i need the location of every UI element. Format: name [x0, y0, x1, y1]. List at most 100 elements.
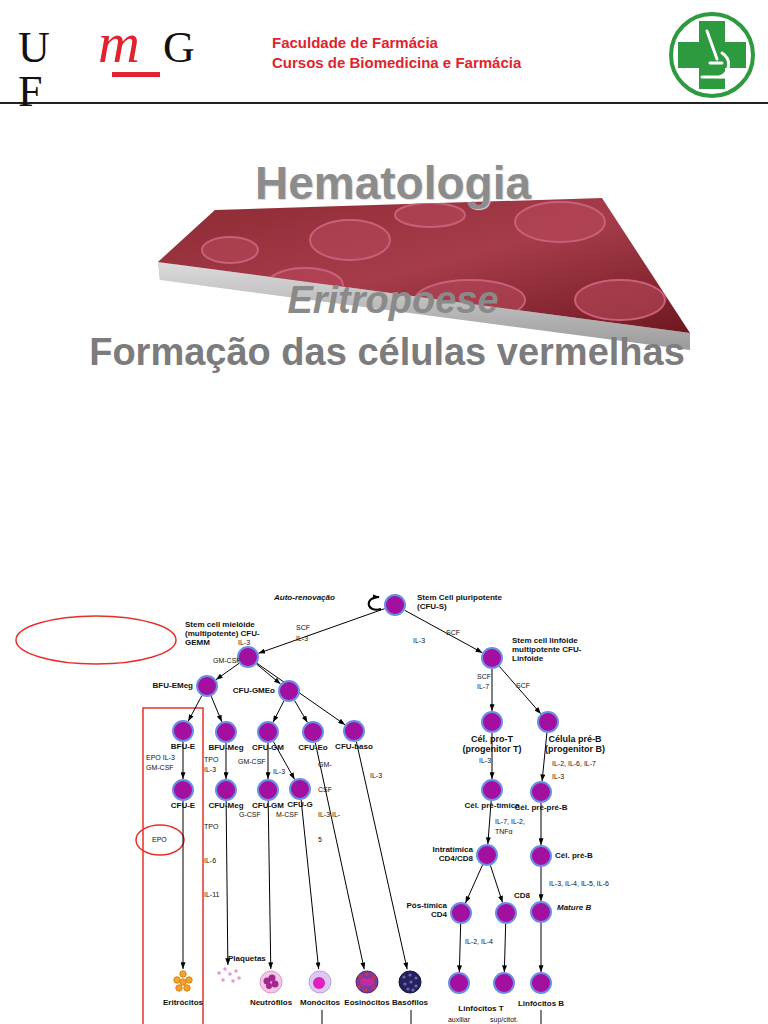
- progenitor-cell: BFU-Meg: [215, 721, 237, 743]
- node-label: Cél. pré-B: [555, 851, 615, 860]
- connector-arrow: [541, 923, 542, 972]
- text-label: Eritropoese: [93, 278, 693, 322]
- connector-arrow: [256, 664, 280, 684]
- edge-label: SCF: [516, 681, 536, 691]
- continuation-lines: [322, 1010, 541, 1024]
- node-label: Stem Cell pluripotente (CFU-S): [417, 593, 505, 611]
- cell-illustration: [258, 969, 284, 995]
- connector-arrow: [258, 609, 384, 654]
- highlight-ellipse: [136, 825, 184, 855]
- page-title: Hematologia: [143, 158, 643, 208]
- cell-part: [260, 971, 282, 993]
- cell-illustration: [170, 969, 196, 995]
- node-label: Basófilos: [380, 998, 440, 1007]
- progenitor-cell: auxiliar: [448, 972, 470, 994]
- connector-arrow: [273, 701, 284, 722]
- node-label: Monócitos: [290, 998, 350, 1007]
- edge-label: IL-2, IL-6, IL-7 IL-3: [552, 757, 602, 783]
- edge-label: SCF: [446, 627, 476, 638]
- node-label: Cél. pré-pré-B: [501, 803, 581, 812]
- text-label: Formação das células vermelhas: [17, 330, 757, 374]
- node-label: Eosinócitos: [337, 998, 397, 1007]
- progenitor-cell: Cél. pré-tímica: [481, 779, 503, 801]
- cell-part: [221, 978, 225, 982]
- edge-label: EPO IL-3 GM-CSF: [146, 753, 180, 773]
- connector-arrow: [499, 666, 541, 713]
- node-label: auxiliar: [434, 1016, 484, 1024]
- text-label: IL-3: [238, 639, 268, 647]
- cell-part: [361, 979, 364, 982]
- connector-arrow: [216, 663, 239, 679]
- edge-label: IL-7, IL-2, TNFα: [495, 817, 533, 837]
- connector-arrow: [466, 865, 483, 903]
- cell-part: [309, 971, 331, 993]
- edge-label: GM-CSF: [238, 757, 278, 767]
- edge-label: SCF IL-7: [477, 672, 495, 692]
- text-label: Auto-renovação: [274, 593, 354, 602]
- progenitor-cell: CD8: [495, 902, 517, 924]
- node-label: Intratímica CD4/CD8: [413, 845, 473, 863]
- connector-arrow: [268, 801, 271, 969]
- edge-label: SCF IL-3: [296, 622, 320, 644]
- progenitor-cell: Cél. pré-pré-B: [530, 781, 552, 803]
- progenitor-cell: CFU-G: [289, 778, 311, 800]
- cell-part: [174, 977, 180, 983]
- progenitor-cell: CFU-Meg: [215, 779, 237, 801]
- blood-cell: Basófilos: [397, 969, 423, 995]
- node-label: Mature B: [557, 903, 617, 912]
- cell-part: [228, 972, 232, 976]
- node-label: CFU-GMEo: [215, 686, 275, 695]
- header-rule: [0, 102, 768, 104]
- cell-illustration: [307, 969, 333, 995]
- text-label: Linfócitos T: [441, 1004, 521, 1013]
- cell-part: [266, 983, 272, 989]
- logo-underline: [112, 72, 160, 77]
- edge-label: G-CSF: [239, 810, 269, 820]
- connector-arrow: [183, 801, 184, 969]
- connector-arrow: [541, 867, 542, 901]
- cell-illustration: [397, 969, 423, 995]
- cell-part: [365, 989, 368, 992]
- node-label: Plaquetas: [228, 954, 288, 963]
- pharmacy-logo: [671, 14, 753, 96]
- node-label: CFU-Eo: [288, 743, 338, 752]
- highlight-ellipse: [16, 616, 176, 664]
- progenitor-cell: CFU-GM: [257, 721, 279, 743]
- blood-cell: Neutrófilos: [258, 969, 284, 995]
- connector-arrow: [405, 610, 483, 652]
- connector-arrow: [459, 924, 460, 972]
- cell-part: [231, 979, 235, 983]
- cell-part: [234, 969, 238, 973]
- cell-part: [184, 985, 190, 991]
- cell-part: [176, 985, 182, 991]
- connector-arrow: [295, 700, 308, 722]
- node-label: Stem cell mielóide (multipotente) CFU-GE…: [185, 620, 267, 647]
- node-label: Eritrócitos: [153, 998, 213, 1007]
- edge-label: TPO IL-6 IL-11: [204, 810, 222, 912]
- node-label: CFU-baso: [329, 742, 379, 751]
- node-label: Linfócitos B: [511, 999, 571, 1008]
- node-label: sup/citot.: [479, 1016, 529, 1024]
- edge-label: IL-3: [479, 756, 499, 766]
- node-label: Neutrófilos: [241, 998, 301, 1007]
- text-label: IL-3: [413, 637, 443, 645]
- progenitor-cell: Linfócitos B: [530, 972, 552, 994]
- cell-illustration: [354, 969, 380, 995]
- text-label: G: [163, 26, 223, 70]
- logo-cross: [678, 21, 746, 89]
- blood-cell: Plaquetas: [215, 965, 241, 991]
- cell-part: [414, 984, 417, 987]
- cell-part: [403, 982, 406, 985]
- text-label: GM-CSF: [213, 657, 253, 665]
- progenitor-cell: CFU-GMEo: [278, 680, 300, 702]
- node-label: CFU-GM: [243, 743, 293, 752]
- connector-arrow: [301, 800, 319, 969]
- connector-arrow: [188, 696, 202, 722]
- cell-part: [402, 975, 405, 978]
- progenitor-cell: CFU-GM: [257, 779, 279, 801]
- blood-slab: [158, 198, 690, 350]
- node-label: Pós-tímica CD4: [397, 901, 447, 919]
- connector-arrow: [226, 801, 228, 965]
